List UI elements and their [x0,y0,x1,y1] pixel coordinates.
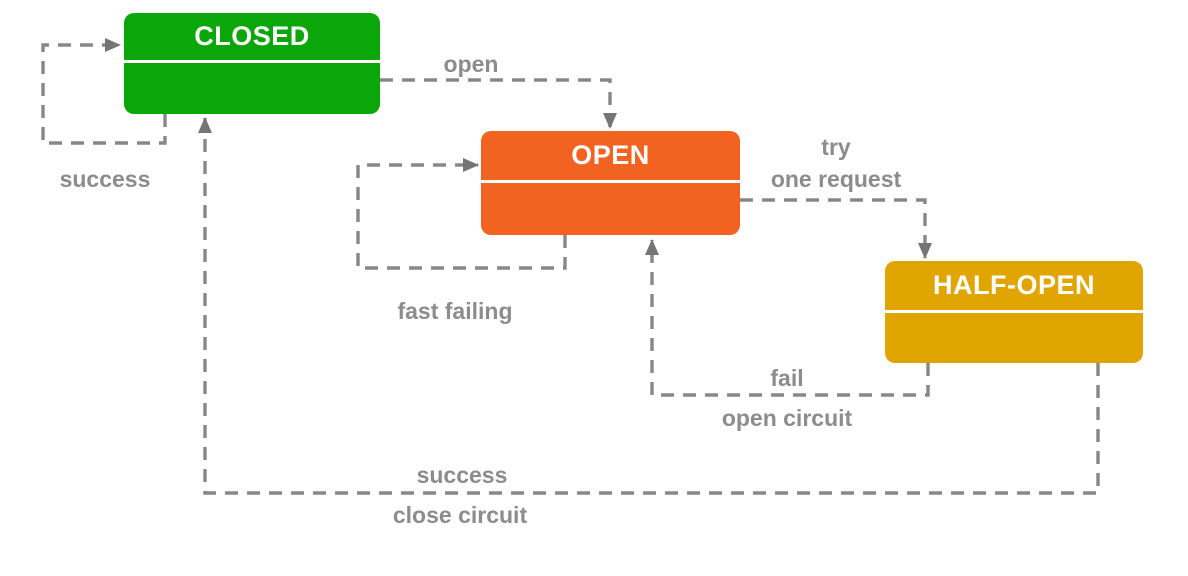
state-half-open: HALF-OPEN [885,261,1143,363]
edge-label-open-circuit: open circuit [721,405,853,431]
transition-half-open-to-closed [198,117,1100,495]
transition-open-fast-failing-self-loop [356,158,567,270]
state-open-body [481,183,740,235]
edge-label-try-line1: try [821,134,851,160]
state-closed-label: CLOSED [124,13,380,63]
edge-label-open: open [443,51,499,77]
state-half-open-body [885,313,1143,363]
state-open-label: OPEN [481,131,740,183]
edge-label-close-circuit: close circuit [392,502,528,528]
transition-open-to-half-open [740,198,932,259]
state-closed-body [124,63,380,114]
state-open: OPEN [481,131,740,235]
transition-closed-to-open [380,78,617,129]
edge-label-try-one-request: try one request [746,131,926,195]
edge-label-success-loop: success [59,166,151,192]
edge-label-fast-failing: fast failing [397,298,513,324]
transition-half-open-to-open [645,239,930,397]
edge-label-fail: fail [770,365,804,391]
transition-closed-success-self-loop [41,38,167,145]
edge-label-success-close: success [416,462,508,488]
state-closed: CLOSED [124,13,380,114]
edge-label-try-line2: one request [770,166,902,192]
state-half-open-label: HALF-OPEN [885,261,1143,313]
